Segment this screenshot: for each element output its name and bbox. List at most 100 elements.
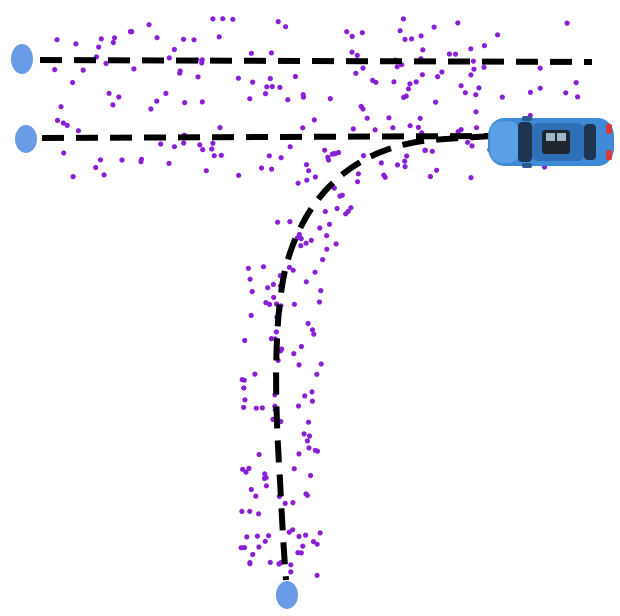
sample-point: [360, 65, 366, 71]
sample-point: [245, 265, 251, 271]
trajectory-left-turn: [273, 133, 493, 581]
sample-point: [446, 51, 452, 57]
sample-point: [349, 49, 355, 55]
sample-point: [468, 175, 474, 181]
vehicle-taillight-right: [606, 150, 612, 160]
sample-point: [197, 142, 203, 148]
sample-point: [304, 492, 310, 498]
sample-point: [470, 58, 476, 64]
endpoint-marker-bottom: [276, 581, 298, 609]
sample-point: [191, 37, 197, 43]
sample-point: [335, 149, 342, 156]
sample-point: [473, 109, 479, 115]
sample-point: [318, 288, 324, 294]
sample-point: [248, 312, 254, 318]
sample-point: [343, 211, 349, 217]
sample-point: [309, 398, 315, 404]
sample-point: [295, 235, 301, 241]
sample-point: [256, 544, 262, 550]
sample-point: [455, 20, 461, 26]
sample-point: [262, 471, 268, 477]
sample-point: [230, 16, 236, 22]
sample-point: [258, 165, 265, 171]
sample-point: [537, 85, 543, 91]
sample-point: [239, 377, 245, 383]
sample-point: [268, 336, 274, 342]
sample-point: [468, 72, 474, 78]
sample-point: [262, 538, 268, 544]
sample-point: [269, 166, 275, 172]
sample-point: [329, 151, 335, 157]
sample-point: [106, 90, 112, 96]
sample-point: [73, 41, 79, 47]
sample-point: [291, 351, 297, 357]
sample-point: [119, 157, 125, 163]
sample-point: [373, 79, 379, 85]
sample-point: [303, 532, 309, 538]
sample-point: [249, 288, 255, 295]
sample-point: [314, 448, 321, 454]
sample-point: [575, 94, 581, 100]
sample-point: [334, 205, 340, 212]
sample-point: [296, 533, 302, 540]
sample-point: [250, 79, 256, 85]
sample-point: [433, 99, 439, 105]
sample-point: [314, 572, 320, 578]
sample-point: [404, 153, 410, 159]
sample-point: [394, 64, 400, 70]
sample-point: [110, 102, 116, 108]
sample-point: [471, 66, 477, 72]
sample-point: [473, 92, 479, 98]
sample-point: [247, 508, 253, 514]
sample-point: [241, 545, 248, 551]
sample-point: [481, 64, 487, 70]
sample-point: [333, 241, 339, 247]
sample-point: [434, 167, 440, 173]
vehicle-rear-window: [584, 124, 596, 160]
sample-point: [298, 343, 304, 350]
sample-point: [271, 294, 277, 300]
sample-point: [217, 125, 223, 131]
sample-point: [210, 140, 216, 146]
trajectory-straight-lower: [41, 133, 493, 141]
sample-point: [300, 543, 306, 549]
sample-point: [288, 562, 294, 568]
sample-point: [239, 508, 245, 514]
sample-point: [154, 35, 160, 41]
sample-point: [422, 147, 428, 153]
vehicle-mirror-right: [522, 163, 532, 168]
sample-point: [310, 539, 317, 545]
sample-point: [355, 179, 361, 185]
sample-point: [394, 162, 401, 168]
sample-point: [199, 99, 205, 105]
sample-point: [431, 24, 437, 30]
sample-point: [52, 67, 58, 73]
sample-point: [355, 171, 361, 177]
sample-point: [275, 219, 281, 225]
sample-point: [265, 285, 271, 291]
sample-point: [242, 397, 248, 403]
sample-point: [291, 466, 297, 472]
sample-point: [70, 79, 76, 86]
sample-point: [116, 94, 122, 100]
sample-point: [216, 34, 222, 40]
sample-point: [252, 371, 258, 377]
sample-point: [218, 152, 224, 158]
sample-point: [110, 39, 116, 46]
sample-point: [309, 389, 315, 395]
sample-point: [241, 385, 247, 391]
endpoint-marker-lower: [15, 125, 37, 153]
sample-point: [290, 527, 296, 533]
vehicle-sunroof-glint-2: [557, 133, 566, 141]
sample-point: [324, 246, 330, 252]
sample-point: [263, 300, 269, 306]
sample-point: [298, 550, 304, 556]
sample-point: [348, 205, 354, 211]
sample-point: [303, 162, 310, 168]
sample-point: [405, 86, 412, 92]
sample-point: [306, 445, 312, 451]
sample-point: [264, 84, 270, 90]
sample-point: [177, 70, 183, 76]
sample-point: [286, 264, 292, 270]
sample-point: [54, 37, 60, 43]
